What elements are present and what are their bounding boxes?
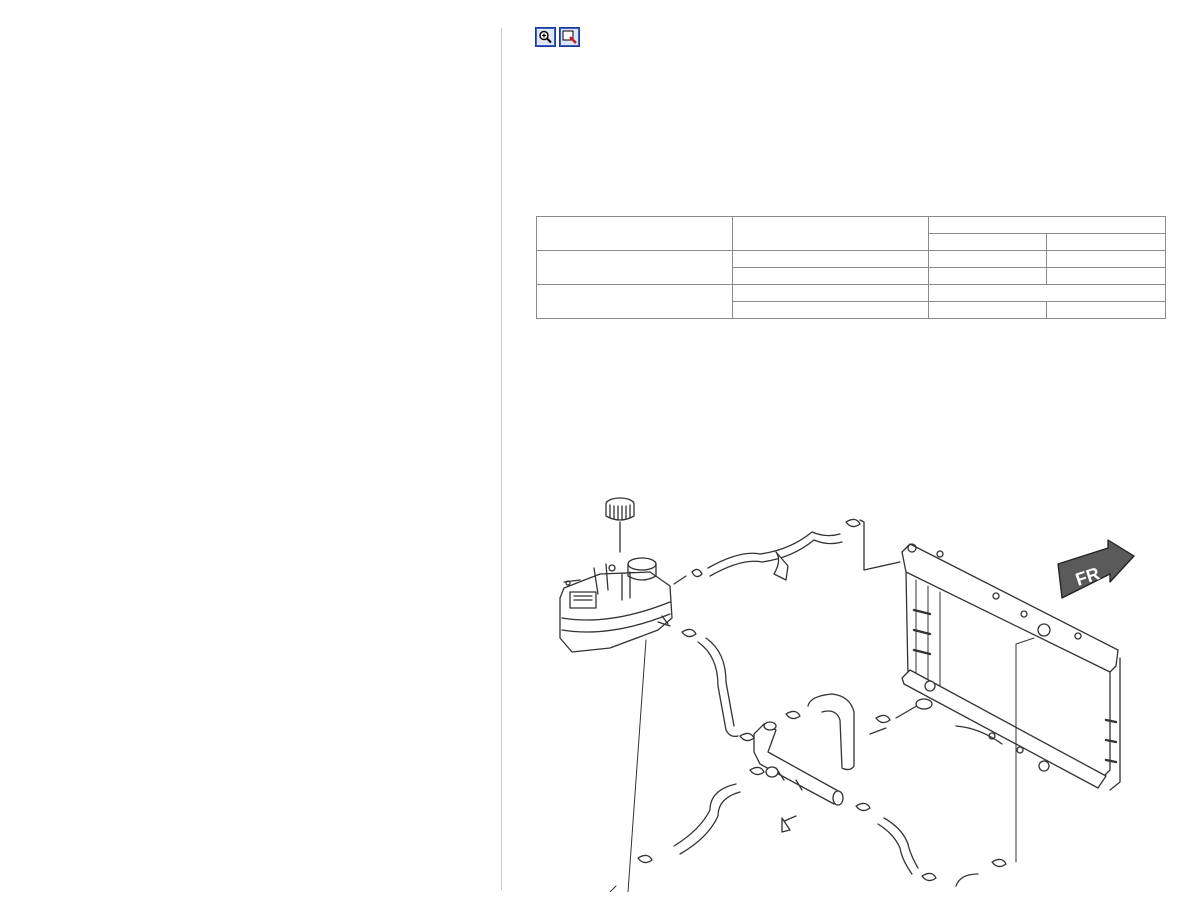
- select-region-icon: [561, 29, 578, 45]
- image-toolbar: [535, 27, 580, 47]
- table-cell: [732, 284, 929, 302]
- table-cell: [536, 284, 733, 319]
- table-row: [536, 284, 1166, 319]
- zoom-in-icon: [537, 29, 554, 45]
- table-cell: [928, 301, 1047, 319]
- table-cell: [732, 216, 929, 251]
- table-cell: [536, 250, 733, 285]
- table-row: [536, 250, 1166, 285]
- radiator: [901, 543, 1121, 791]
- table-cell: [732, 267, 929, 285]
- coolant-reservoir: [559, 557, 673, 653]
- table-cell: [1046, 250, 1166, 268]
- select-region-button[interactable]: [559, 27, 580, 47]
- table-cell: [536, 216, 733, 251]
- leader-lines: [609, 637, 1035, 892]
- specification-table: [536, 216, 1166, 319]
- cooling-system-exploded-diagram: FR: [559, 497, 1135, 892]
- table-row: [537, 301, 1166, 319]
- reservoir-cap: [605, 497, 635, 553]
- table-cell: [1046, 233, 1166, 251]
- water-outlet-pipe: [753, 693, 933, 806]
- zoom-in-button[interactable]: [535, 27, 556, 47]
- reservoir-lower-hose: [657, 621, 755, 742]
- pane-divider[interactable]: [501, 28, 502, 890]
- table-cell: [1046, 267, 1166, 285]
- overflow-hose: [673, 518, 901, 585]
- table-cell: [928, 233, 1047, 251]
- table-cell: [732, 301, 929, 319]
- table-cell: [928, 250, 1047, 268]
- front-direction-arrow: FR: [1057, 539, 1135, 599]
- table-row: [536, 216, 1166, 251]
- heater-hoses: [637, 766, 1007, 887]
- table-cell: [1046, 301, 1166, 319]
- table-cell: [928, 216, 1166, 234]
- table-cell: [928, 284, 1166, 302]
- table-cell: [928, 267, 1047, 285]
- table-cell: [732, 250, 929, 268]
